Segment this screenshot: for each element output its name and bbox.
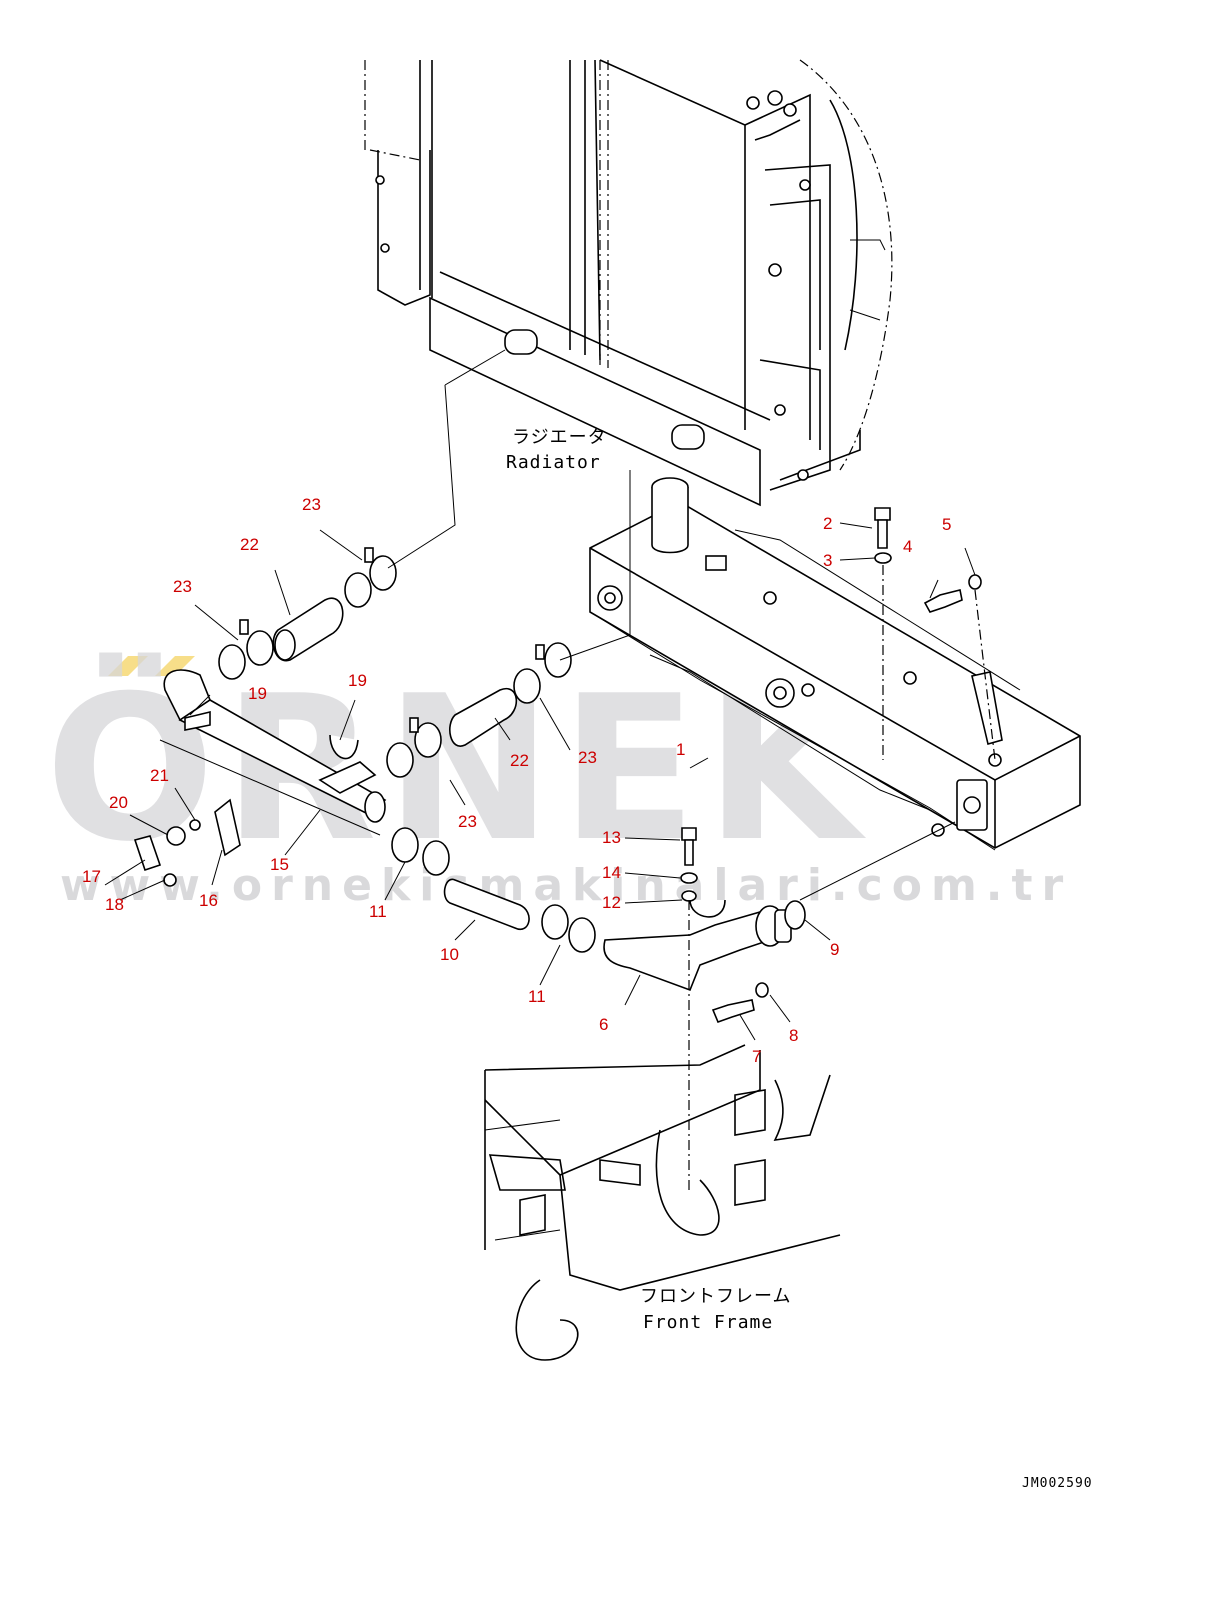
callout-23-right: 23 xyxy=(578,748,597,767)
callout-11-lower: 11 xyxy=(528,987,546,1006)
callout-19-left: 19 xyxy=(248,684,267,703)
callout-22-upper: 22 xyxy=(240,535,259,554)
callout-20: 20 xyxy=(109,793,128,812)
callout-18: 18 xyxy=(105,895,124,914)
drawing-code: JM002590 xyxy=(1022,1476,1093,1491)
front-frame-label-jp: フロントフレーム xyxy=(640,1286,791,1307)
callout-5: 5 xyxy=(942,515,951,534)
callout-7: 7 xyxy=(752,1047,761,1066)
hose-assembly xyxy=(133,547,806,992)
radiator-label-en: Radiator xyxy=(506,452,601,473)
radiator-label-jp: ラジエータ xyxy=(512,427,607,448)
callout-23-left: 23 xyxy=(173,577,192,596)
watermark-url: www.ornekismakinalari.com.tr xyxy=(60,860,1072,911)
callout-15: 15 xyxy=(270,855,289,874)
callout-23-top: 23 xyxy=(302,495,321,514)
callouts: 1 2 3 4 5 6 7 8 9 10 11 11 12 13 14 15 1… xyxy=(82,495,951,1066)
front-frame-assembly: フロントフレーム Front Frame xyxy=(484,1044,841,1361)
callout-3: 3 xyxy=(823,551,832,570)
callout-8: 8 xyxy=(789,1026,798,1045)
callout-14: 14 xyxy=(602,863,621,882)
callout-2: 2 xyxy=(823,514,832,533)
callout-21: 21 xyxy=(150,766,169,785)
watermark-accent-left xyxy=(108,656,148,676)
reservoir-tank xyxy=(589,477,1081,851)
front-frame-label-en: Front Frame xyxy=(643,1312,773,1333)
callout-9: 9 xyxy=(830,940,839,959)
watermark-accent-right xyxy=(155,656,195,676)
callout-13: 13 xyxy=(602,828,621,847)
callout-23-middle: 23 xyxy=(458,812,477,831)
fasteners xyxy=(680,507,982,1024)
callout-6: 6 xyxy=(599,1015,608,1034)
alignment-lines xyxy=(159,349,996,1190)
callout-16: 16 xyxy=(199,891,218,910)
callout-10: 10 xyxy=(440,945,459,964)
callout-11-upper: 11 xyxy=(369,902,387,921)
radiator-assembly: ラジエータ Radiator xyxy=(364,59,893,507)
callout-1: 1 xyxy=(676,740,685,759)
callout-12: 12 xyxy=(602,893,621,912)
callout-22-lower: 22 xyxy=(510,751,529,770)
callout-4: 4 xyxy=(903,537,912,556)
callout-17: 17 xyxy=(82,867,101,886)
leader-lines xyxy=(104,522,976,1041)
callout-19-right: 19 xyxy=(348,671,367,690)
